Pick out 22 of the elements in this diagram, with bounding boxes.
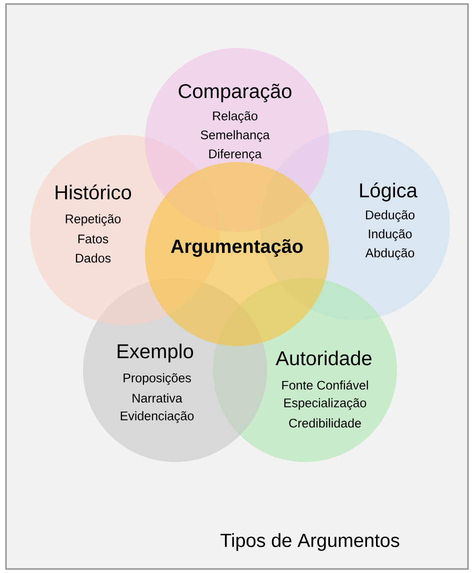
caption: Tipos de Argumentos — [220, 533, 400, 551]
circle-item: Abdução — [365, 248, 414, 260]
circle-item: Semelhança — [200, 130, 270, 142]
circle-heading: Exemplo — [118, 344, 194, 362]
circle-item: Proposições — [124, 373, 191, 385]
circle-item: Dados — [76, 253, 111, 263]
circle-heading: Lógica — [360, 182, 418, 202]
circle-item: Narrativa — [132, 393, 182, 403]
circle-item: Repetição — [66, 214, 121, 226]
circle-item: Fatos — [78, 234, 108, 244]
center-label: Argumentação — [170, 239, 303, 257]
circle-item: Relação — [213, 111, 258, 123]
circle-heading: Histórico — [56, 184, 132, 200]
circle-item: Fonte Confiável — [282, 380, 368, 390]
circle-heading: Comparação — [178, 84, 292, 102]
circle-item: Dedução — [366, 210, 414, 222]
circle-item: Diferença — [209, 149, 262, 161]
circle-heading: Autoridade — [276, 350, 372, 366]
circle-item: Evidenciação — [120, 411, 194, 423]
circle-item: Especialização — [284, 398, 366, 410]
circle-item: Indução — [368, 229, 412, 241]
circle-item: Credibilidade — [289, 418, 361, 428]
